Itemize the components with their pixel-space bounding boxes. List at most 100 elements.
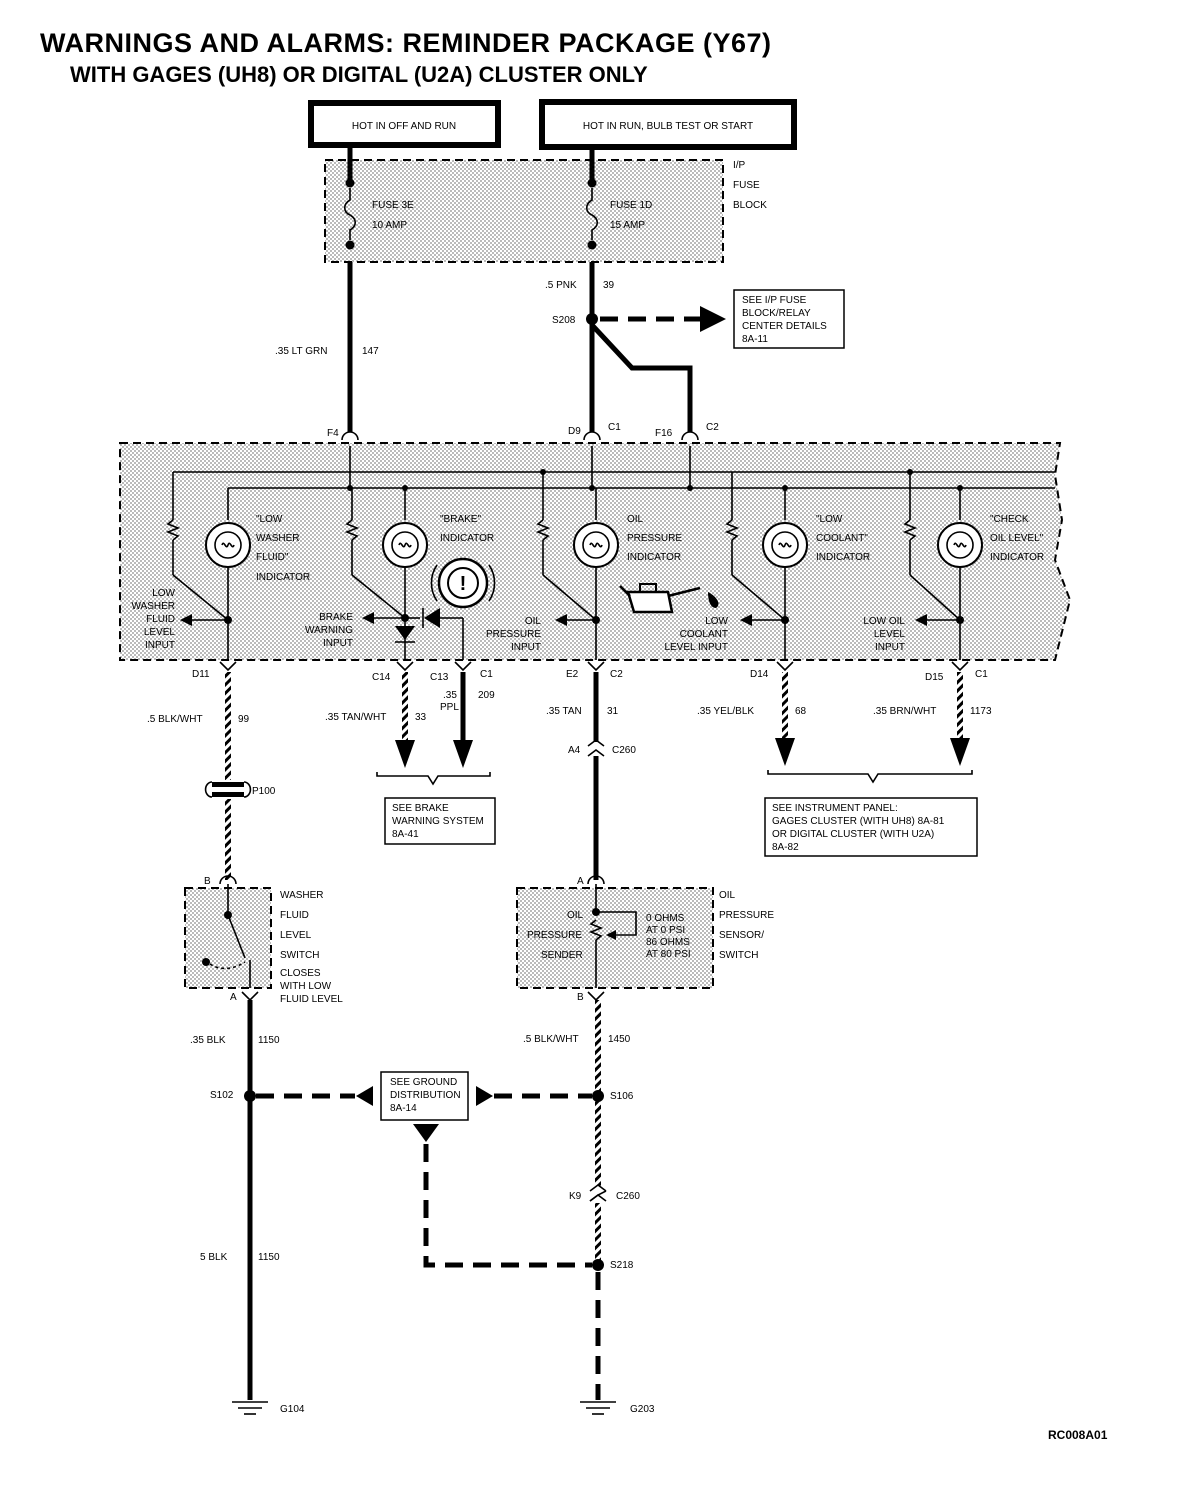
svg-text:8A-82: 8A-82 [772,842,799,853]
brake-bracket [376,772,491,786]
oil-level-indicator [902,472,983,660]
connector-p100-symbol [204,781,252,798]
wire-1450-gauge: .5 BLK/WHT [523,1034,579,1045]
wire-39-gauge: .5 PNK [545,280,577,291]
wire-1173-circuit: 1173 [970,706,992,717]
brake-warning-symbol-icon: ! [460,573,467,595]
svg-text:WASHER: WASHER [280,890,324,901]
svg-text:OIL LEVEL": OIL LEVEL" [990,533,1044,544]
wire-31-gauge: .35 TAN [546,706,582,717]
connector-c1-right: C1 [975,669,988,680]
svg-text:INDICATOR: INDICATOR [816,552,870,563]
svg-text:WARNING: WARNING [305,625,353,636]
diagram-subtitle: WITH GAGES (UH8) OR DIGITAL (U2A) CLUSTE… [70,62,648,87]
svg-text:8A-14: 8A-14 [390,1103,417,1114]
svg-text:OIL: OIL [525,616,542,627]
wire-99-circuit: 99 [238,714,250,725]
svg-text:WASHER: WASHER [131,601,175,612]
svg-text:INDICATOR: INDICATOR [990,552,1044,563]
svg-text:LOW OIL: LOW OIL [863,616,905,627]
connector-e2: E2 [566,669,579,680]
svg-text:LOW: LOW [705,616,728,627]
svg-text:FLUID LEVEL: FLUID LEVEL [280,994,343,1005]
svg-text:SENDER: SENDER [541,950,583,961]
oil-sensor-pin-b: B [577,992,584,1003]
splice-s208-dot [586,313,598,325]
wire-33-arrow [395,740,415,768]
note-ground-distribution: SEE GROUND DISTRIBUTION 8A-14 [380,1071,469,1121]
svg-text:PPL: PPL [440,702,459,713]
svg-text:COOLANT: COOLANT [680,629,728,640]
splice-s102-label: S102 [210,1090,234,1101]
wire-1150-gauge-a: .35 BLK [190,1035,226,1046]
oil-sensor-pin-a: A [577,876,584,887]
wire-209-arrow [453,740,473,768]
connector-c260-a: C260 [612,745,636,756]
splice-s106-dot [592,1090,604,1102]
svg-text:CENTER DETAILS: CENTER DETAILS [742,321,827,332]
svg-text:INDICATOR: INDICATOR [627,552,681,563]
instrument-panel-bracket [767,770,973,784]
connector-c260-b: C260 [616,1191,640,1202]
connector-a4: A4 [568,745,581,756]
washer-indicator [165,472,251,660]
fuse-1d-rating: 15 AMP [610,220,645,231]
connector-k9: K9 [569,1191,582,1202]
svg-text:FLUID": FLUID" [256,552,289,563]
connector-d11: D11 [192,669,210,680]
washer-fluid-level-switch [184,875,272,1002]
fuse-block: FUSE 3E 10 AMP FUSE 1D 15 AMP I/P FUSE B… [324,147,767,263]
wire-209-circuit: 209 [478,690,495,701]
svg-text:SEE BRAKE: SEE BRAKE [392,803,449,814]
connector-c2-top: C2 [706,422,719,433]
fuse-block-label-ip: I/P [733,160,746,171]
ground-g104-label: G104 [280,1404,305,1415]
wire-68-circuit: 68 [795,706,807,717]
fuse-3e-rating: 10 AMP [372,220,407,231]
svg-text:"LOW: "LOW [816,514,843,525]
svg-text:SWITCH: SWITCH [280,950,319,961]
svg-text:OIL: OIL [719,890,736,901]
wire-68-arrow [775,738,795,766]
connector-c1-top: C1 [608,422,621,433]
fuse-1d-name: FUSE 1D [610,200,652,211]
low-coolant-indicator [724,472,808,660]
svg-text:LOW: LOW [152,588,175,599]
note-brake-system: SEE BRAKE WARNING SYSTEM 8A-41 [384,797,496,845]
wire-31-circuit: 31 [607,706,619,717]
fuse-block-label-block: BLOCK [733,200,767,211]
svg-text:CLOSES: CLOSES [280,968,321,979]
svg-text:PRESSURE: PRESSURE [719,910,774,921]
wire-1150-circuit-a: 1150 [258,1035,280,1046]
svg-text:SWITCH: SWITCH [719,950,758,961]
wire-33-gauge: .35 TAN/WHT [325,712,386,723]
connector-c14: C14 [372,672,391,683]
wire-1450-circuit: 1450 [608,1034,631,1045]
svg-text:PRESSURE: PRESSURE [527,930,582,941]
svg-text:WASHER: WASHER [256,533,300,544]
svg-text:PRESSURE: PRESSURE [486,629,541,640]
fuse-block-label-fuse: FUSE [733,180,760,191]
svg-text:SEE GROUND: SEE GROUND [390,1077,457,1088]
svg-text:INPUT: INPUT [875,642,905,653]
diagram-title: WARNINGS AND ALARMS: REMINDER PACKAGE (Y… [40,28,772,58]
splice-s106-label: S106 [610,1091,634,1102]
svg-text:.35: .35 [443,690,457,701]
connector-c1-brake: C1 [480,669,493,680]
svg-text:OIL: OIL [627,514,644,525]
svg-text:WITH LOW: WITH LOW [280,981,332,992]
oil-can-icon [619,583,719,614]
svg-text:"CHECK: "CHECK [990,514,1029,525]
splice-s218-label: S218 [610,1260,634,1271]
connector-d14: D14 [750,669,769,680]
note-instrument-panel: SEE INSTRUMENT PANEL: GAGES CLUSTER (WIT… [764,797,978,857]
wire-68-gauge: .35 YEL/BLK [697,706,754,717]
wire-147-gauge: .35 LT GRN [275,346,327,357]
svg-text:86 OHMS: 86 OHMS [646,937,690,948]
svg-text:INDICATOR: INDICATOR [440,533,494,544]
power-box-run-bulb-start: HOT IN RUN, BULB TEST OR START [539,99,797,150]
connector-d9: D9 [568,426,581,437]
wire-147-circuit: 147 [362,346,379,357]
svg-text:FLUID: FLUID [280,910,309,921]
